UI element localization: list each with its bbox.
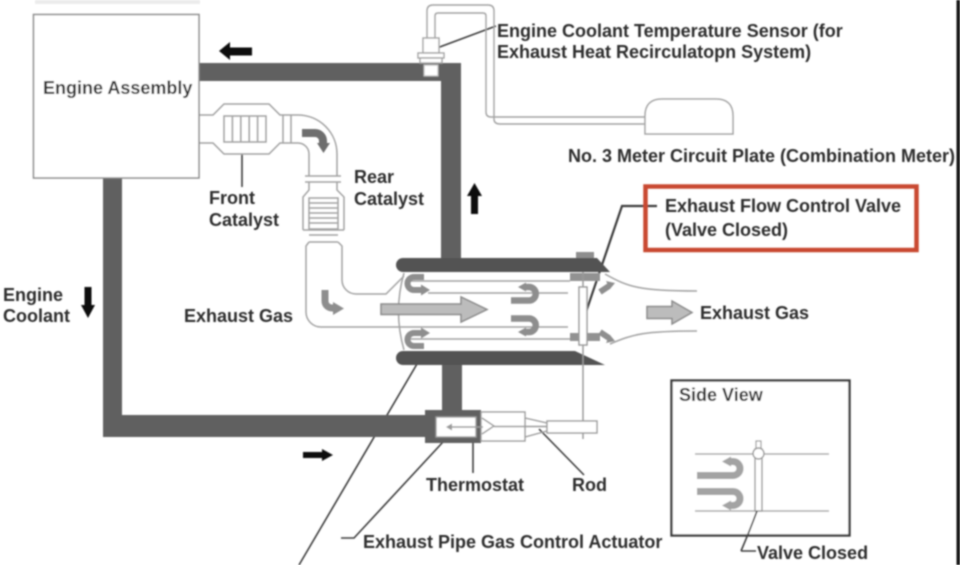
svg-text:Exhaust Gas: Exhaust Gas xyxy=(700,303,809,323)
svg-text:Rod: Rod xyxy=(572,475,607,495)
svg-text:Catalyst: Catalyst xyxy=(209,210,279,230)
svg-text:Coolant: Coolant xyxy=(3,306,70,326)
svg-text:Rear: Rear xyxy=(354,167,394,187)
svg-text:Engine: Engine xyxy=(3,285,63,305)
svg-text:Front: Front xyxy=(209,188,255,208)
svg-text:Exhaust Pipe Gas Control Actua: Exhaust Pipe Gas Control Actuator xyxy=(363,532,662,552)
svg-text:Catalyst: Catalyst xyxy=(354,189,424,209)
svg-text:Exhaust Heat Recirculatopn Sys: Exhaust Heat Recirculatopn System) xyxy=(497,42,811,62)
svg-text:No. 3 Meter Circuit Plate (Com: No. 3 Meter Circuit Plate (Combination M… xyxy=(568,146,955,166)
svg-text:Engine Assembly: Engine Assembly xyxy=(43,78,192,98)
svg-text:Valve Closed: Valve Closed xyxy=(757,543,868,563)
svg-text:Thermostat: Thermostat xyxy=(426,475,524,495)
svg-text:Engine Coolant Temperature Sen: Engine Coolant Temperature Sensor (for xyxy=(497,21,843,41)
svg-text:Side View: Side View xyxy=(679,385,764,405)
svg-text:Exhaust Gas: Exhaust Gas xyxy=(184,306,293,326)
svg-text:Exhaust Flow Control Valve: Exhaust Flow Control Valve xyxy=(665,196,901,216)
svg-text:(Valve Closed): (Valve Closed) xyxy=(665,220,788,240)
